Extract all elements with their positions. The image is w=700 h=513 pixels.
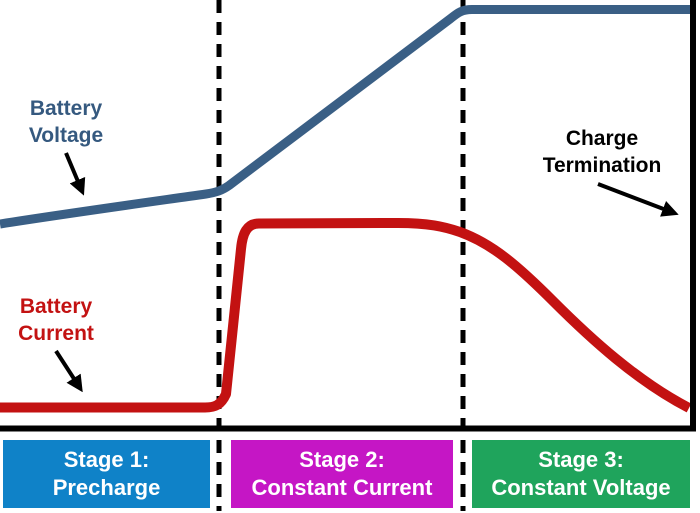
stage2-label-line1: Stage 2: [299,447,385,472]
battery-voltage-label-line1: Battery [29,97,103,120]
stage3-constant-voltage-box: Stage 3: Constant Voltage [472,440,690,508]
stage1-precharge-box: Stage 1: Precharge [3,440,210,508]
charge-termination-label-line2: Termination [542,154,662,177]
charge-termination-arrow [597,182,679,217]
stage2-label-line2: Constant Current [251,475,433,500]
charge-termination-label: Charge Termination [531,125,673,179]
stage2-constant-current-box: Stage 2: Constant Current [231,440,453,508]
battery-current-label-line1: Battery [19,295,93,318]
charge-termination-label-line1: Charge [565,127,639,150]
battery-voltage-label: Battery Voltage [18,95,114,149]
stage3-label-line2: Constant Voltage [491,475,671,500]
battery-current-label-line2: Current [18,322,94,345]
stage3-label-line1: Stage 3: [538,447,624,472]
battery-current-line [0,218,692,413]
battery-voltage-label-line2: Voltage [28,124,104,147]
battery-voltage-line [0,5,693,229]
battery-current-label: Battery Current [8,293,104,347]
stage1-label-line2: Precharge [52,475,161,500]
battery-current-arrow [54,349,83,393]
battery-voltage-arrow [64,152,86,196]
stage1-label-line1: Stage 1: [63,447,150,472]
